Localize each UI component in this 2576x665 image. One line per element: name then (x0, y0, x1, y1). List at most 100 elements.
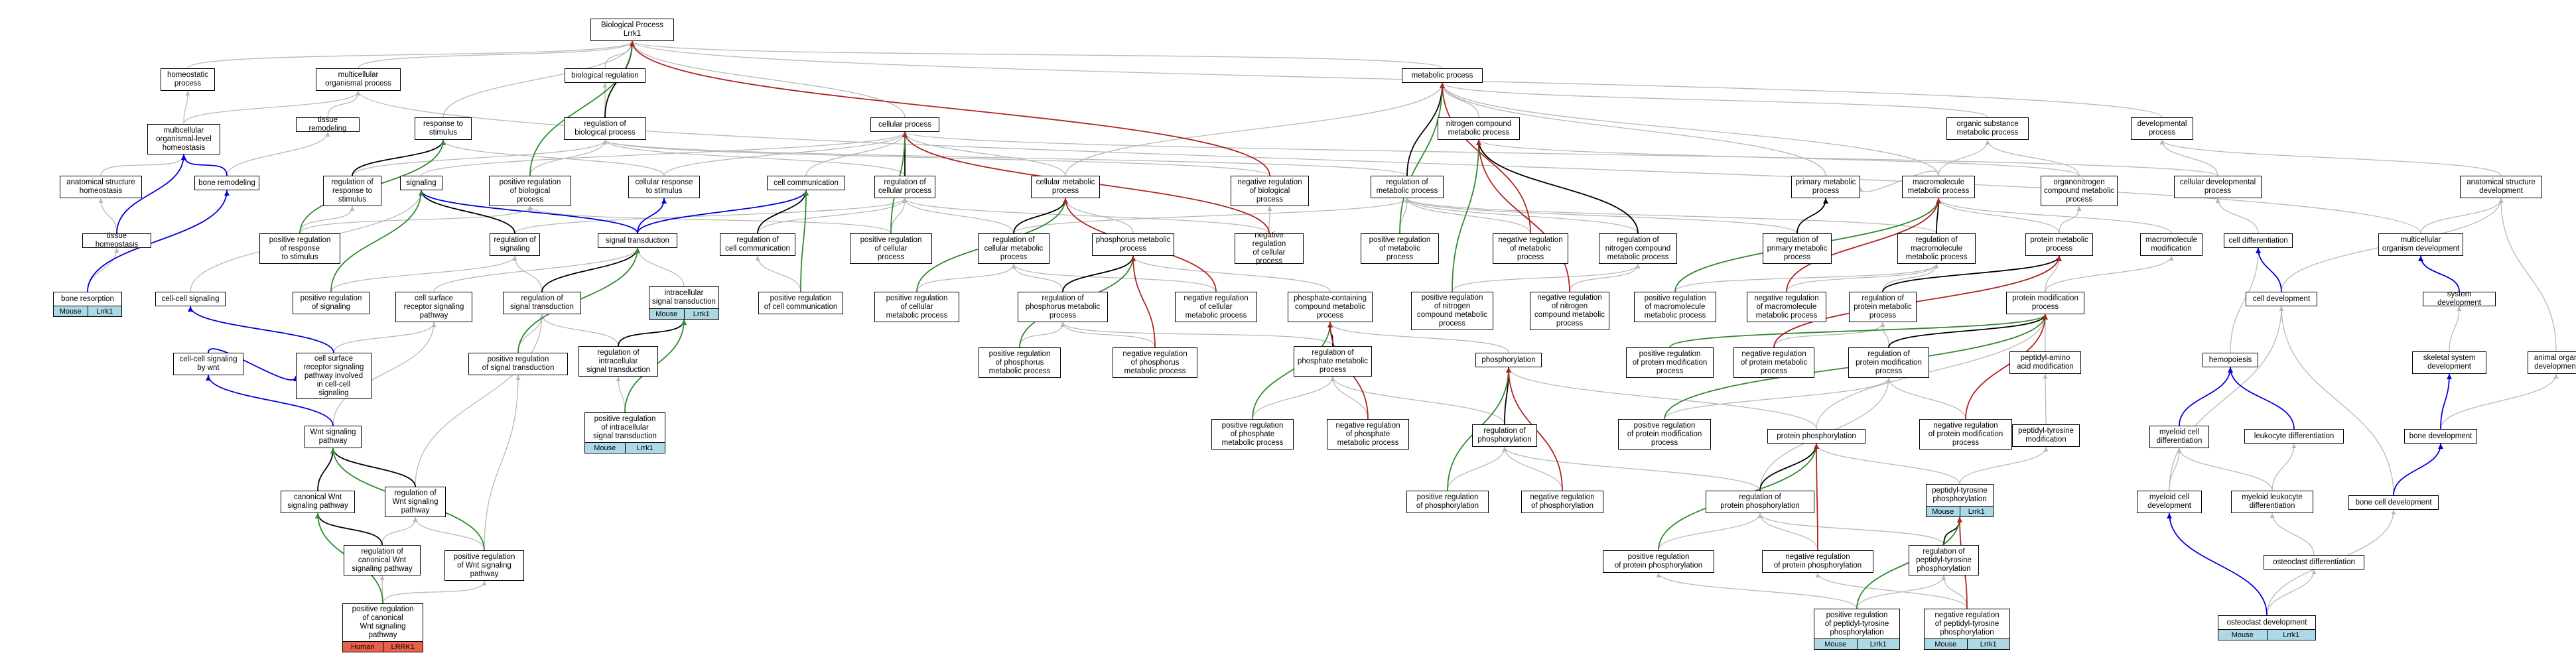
edge-grey-negregbp-to-regbp (602, 139, 1270, 176)
edge-green-posregmet-to-metab (1399, 82, 1445, 234)
edge-grey-regcp-to-regbp (602, 139, 906, 176)
go-term-phosmetab: phosphorus metabolic process (1092, 233, 1174, 256)
edge-blue-sysdev-to-mocdev (2418, 255, 2460, 292)
go-term-regphosphmet: regulation of phosphate metabolic proces… (1294, 346, 1372, 377)
edge-grey-negregnitro-to-regnitro (1569, 263, 1641, 292)
go-term-regwnt: regulation of Wnt signaling pathway (385, 487, 446, 517)
go-term-orgsub: organic substance metabolic process (1946, 117, 2029, 140)
edge-grey-multi-to-bp (358, 40, 635, 69)
go-term-negregprotmod: negative regulation of protein modificat… (1919, 419, 2012, 450)
go-term-primmetab: primary metabolic process (1791, 176, 1860, 198)
edge-grey-regprotmet-to-regmacro (1882, 263, 1939, 292)
go-term-posregmet: positive regulation of metabolic process (1361, 233, 1439, 264)
edge-grey-posregcc-to-regcellcomm (755, 255, 801, 292)
edge-grey-posregresp-to-posregbp (299, 206, 533, 234)
edge-grey-negregcp-to-negregbp (1267, 206, 1272, 234)
edge-grey-nitro-to-metab (1440, 82, 1479, 118)
go-term-posregresp: positive regulation of response to stimu… (259, 233, 340, 264)
edge-grey-mohomeo-to-homeo (183, 90, 190, 125)
edge-grey-regwnt-to-regsigtrans (415, 314, 545, 487)
go-term-osteodiff: osteoclast differentiation (2264, 555, 2364, 570)
edge-grey-cellcomm-to-cellproc (805, 131, 908, 176)
go-term-csrsp: cell surface receptor signaling pathway (395, 292, 472, 322)
go-term-posregnitro: positive regulation of nitrogen compound… (1411, 292, 1493, 330)
edge-grey-posregbp-to-regbp (529, 139, 608, 176)
edge-grey-posregphosphmet-to-regphosphmet (1252, 376, 1335, 420)
species-tag: Mouse (1927, 507, 1960, 516)
edge-red-negregprotmod-to-protmod (1965, 314, 2048, 420)
go-term-celldiff: cell differentiation (2224, 233, 2293, 248)
edge-grey-protmod-to-macromod (2045, 255, 2174, 292)
edge-black-regprim-to-primmetab (1796, 198, 1828, 234)
edge-grey-negregcm-to-regcellmet (1011, 263, 1217, 292)
go-term-negregprotmet: negative regulation of protein metabolic… (1733, 347, 1814, 378)
go-term-regsig: regulation of signaling (490, 233, 540, 256)
edge-black-regintra-to-intracell (618, 319, 687, 347)
edge-grey-respstim-to-bp (442, 40, 635, 118)
edge-blue-tisshomeo-to-mohomeo (116, 154, 186, 234)
edge-grey-regresp-to-regbp (352, 139, 608, 176)
edge-grey-regcellmet-to-regcp (902, 198, 1014, 234)
edge-grey-animorgdev-to-anatomdev (2498, 198, 2557, 352)
edge-grey-regphosmet-to-regcellmet (1011, 263, 1063, 292)
edge-grey-regintra-to-regsigtrans (539, 314, 619, 347)
go-term-posregphosmet: positive regulation of phosphorus metabo… (979, 347, 1061, 378)
edge-grey-phoscont-to-phosmetab (1130, 255, 1331, 292)
edge-grey-orgnitro-to-orgsub (1985, 139, 2080, 176)
go-term-phosphorylation: phosphorylation (1475, 353, 1542, 367)
edge-green-posregnitro-to-nitro (1452, 139, 1481, 292)
gene-tag: LRRK1 (383, 642, 423, 652)
edge-grey-macromet-to-orgsub (1938, 139, 1990, 176)
edge-black-regprotmet-to-protmet (1882, 255, 2062, 292)
edge-grey-posposprotmod-to-regprotmod (1664, 377, 1891, 420)
go-term-posregcp: positive regulation of cellular process (850, 233, 932, 264)
go-term-regcellcomm: regulation of cell communication (720, 233, 795, 256)
go-term-posregcc: positive regulation of cell communicatio… (758, 292, 843, 314)
gene-tag: Lrrk1 (625, 443, 665, 453)
go-term-negregmacro: negative regulation of macromolecule met… (1747, 292, 1826, 322)
edge-grey-phosmetab-to-cellmetab (1063, 198, 1134, 234)
edge-grey-cellmetab-to-cellproc (902, 131, 1066, 176)
edge-grey-posregcm-to-regcellmet (916, 263, 1016, 292)
edge-green-posregphosphmet-to-phoscont (1252, 322, 1333, 420)
go-term-regphosph: regulation of phosphorylation (1472, 424, 1537, 447)
go-term-posregphosph: positive regulation of phosphorylation (1406, 491, 1489, 513)
edge-grey-celldevproc-to-cellproc (902, 131, 2218, 176)
edge-grey-posregpeptyr-to-posregprotphos (1656, 572, 1858, 609)
edge-red-negregphosmet-to-phosmetab (1130, 255, 1156, 348)
edge-grey-regmetab-to-regbp (602, 139, 1408, 176)
edge-blue-celldev-to-celldiff (2256, 247, 2282, 292)
edge-grey-posregpeptyr-to-regpeptyr (1856, 575, 1946, 609)
go-term-posregcanwnt: positive regulation of canonical Wnt sig… (342, 603, 423, 642)
edge-grey-regpeptyr-to-regprotphos (1757, 513, 1944, 546)
edge-blue-sigtrans-to-cellcomm (637, 190, 809, 234)
edge-black-regsig-to-signaling (419, 190, 515, 234)
go-term-respstim: response to stimulus (415, 117, 472, 140)
edge-grey-negregmacro-to-regmacro (1786, 263, 1939, 292)
edge-grey-orgsub-to-metab (1440, 82, 1988, 118)
edge-grey-csrspcc-to-csrsp (333, 322, 437, 353)
edge-grey-wnt-to-csrsp (332, 322, 437, 426)
go-term-metab: metabolic process (1402, 68, 1483, 83)
edge-grey-osteodev-to-osteodiff (2266, 569, 2317, 616)
edge-grey-mohomeo-to-multi (183, 90, 361, 125)
go-term-regresp: regulation of response to stimulus (323, 176, 381, 206)
go-term-anatomdev: anatomical structure development (2460, 176, 2542, 198)
edge-black-regprotmod-to-protmod (1888, 314, 2048, 348)
go-term-myeloiddiff: myeloid cell differentiation (2149, 426, 2209, 448)
go-term-negregcp: negative regulation of cellular process (1235, 231, 1304, 265)
go-term-regcanwnt: regulation of canonical Wnt signaling pa… (344, 545, 421, 575)
edge-black-regnitro-to-nitro (1476, 139, 1639, 234)
edge-grey-boneremod-to-tissremod (226, 131, 330, 176)
edge-grey-anatomhomeo-to-mohomeo (100, 154, 186, 176)
go-term-posregintra: positive regulation of intracellular sig… (584, 412, 665, 443)
go-term-mohomeo: multicellular organismal-level homeostas… (147, 124, 220, 154)
edge-grey-regmacro-to-regmetab (1404, 198, 1937, 234)
go-term-celldevproc: cellular developmental process (2174, 176, 2262, 198)
edge-black-regwnt-to-wnt (330, 448, 416, 487)
go-term-regprotphos: regulation of protein phosphorylation (1706, 491, 1814, 513)
edge-grey-regnitro-to-regmetab (1404, 198, 1639, 234)
go-term-regprim: regulation of primary metabolic process (1763, 233, 1832, 264)
go-term-cellmetab: cellular metabolic process (1031, 176, 1100, 198)
